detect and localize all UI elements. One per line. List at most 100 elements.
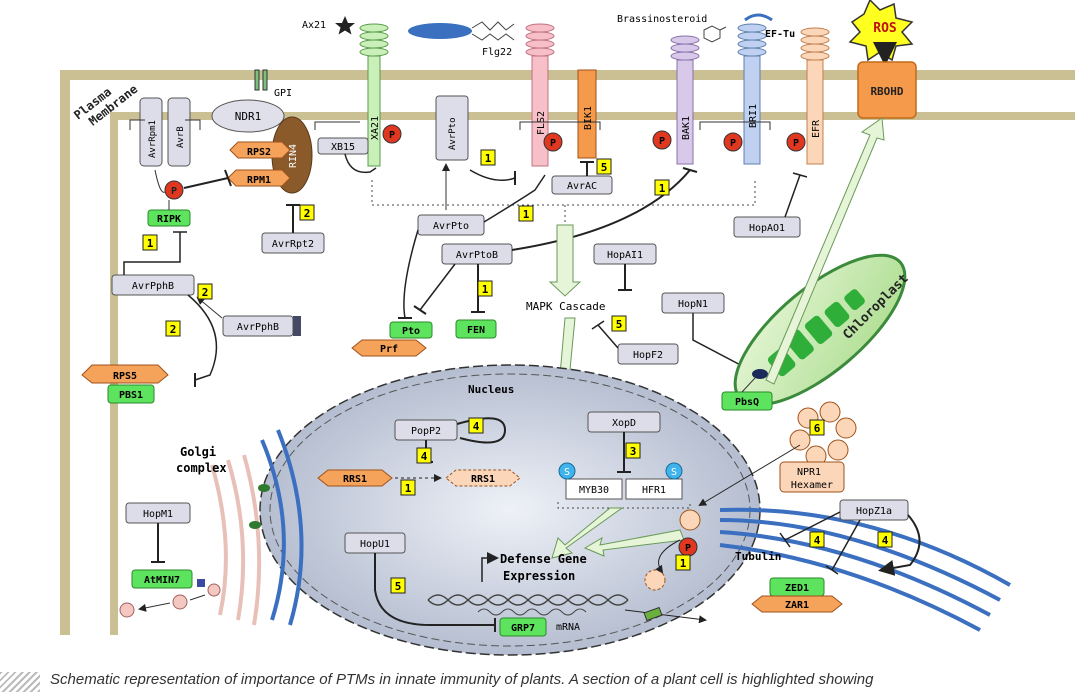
hopf2-node: HopF2 [617, 343, 679, 365]
sumo-icon [558, 462, 576, 480]
svg-text:P: P [659, 136, 665, 147]
bak1-receptor: BAK1 [670, 35, 700, 165]
hopn1-node: HopN1 [661, 292, 725, 314]
efr-receptor: EFR [800, 27, 830, 165]
rin4-label: RIN4 [288, 144, 299, 168]
svg-text:AvrPto: AvrPto [433, 221, 469, 232]
ptm-tag-number: 2 [170, 323, 177, 336]
xa21-receptor: XA21 [359, 23, 389, 167]
svg-text:AvrPphB: AvrPphB [132, 281, 174, 292]
ptm-tag [416, 447, 432, 464]
ptm-tag-number: 5 [616, 318, 623, 331]
golgi-label: Golgi complex [176, 445, 227, 475]
ptm-tag-number: 4 [473, 420, 480, 433]
myb30-node: MYB30 [565, 478, 623, 500]
rps2-node: RPS2 [229, 141, 291, 159]
avrrpt2-node: AvrRpt2 [261, 232, 325, 254]
dna-helix [427, 594, 629, 606]
ptm-tag [654, 179, 670, 196]
hopu1-node: HopU1 [344, 532, 406, 554]
ptm-tag [809, 419, 825, 436]
npr1-monomer [679, 509, 701, 531]
svg-text:HFR1: HFR1 [642, 485, 666, 496]
svg-text:MYB30: MYB30 [579, 485, 609, 496]
svg-text:AvrAC: AvrAC [567, 181, 597, 192]
ptm-tag [477, 280, 493, 297]
ptm-tag-number: 1 [485, 152, 492, 165]
ptm-tag [400, 479, 416, 496]
rps5-node: RPS5 [81, 364, 169, 384]
ptm-tag-number: 4 [421, 450, 428, 463]
svg-text:HopAO1: HopAO1 [749, 223, 785, 234]
svg-text:Nucleus: Nucleus [468, 383, 514, 396]
svg-text:BRI1: BRI1 [748, 104, 759, 128]
ptm-tag-number: 2 [202, 286, 209, 299]
svg-text:RPS2: RPS2 [247, 147, 271, 158]
ptm-tag [299, 204, 315, 221]
caption-hatch [0, 672, 40, 692]
svg-text:HopAI1: HopAI1 [607, 250, 643, 261]
hexagon-icon [703, 25, 727, 43]
grp7-node: GRP7 [499, 617, 547, 637]
ptm-tag [809, 531, 825, 548]
nucleus: Nucleus [259, 364, 761, 656]
zed1-node: ZED1 [769, 577, 825, 597]
rbohd-label: RBOHD [870, 85, 903, 98]
ptm-tag [675, 554, 691, 571]
avrac-node: AvrAC [551, 175, 613, 195]
figure-caption: Schematic representation of importance o… [50, 671, 874, 688]
ptm-tag [611, 315, 627, 332]
defense-gene-expression-label: Defense Gene Expression [500, 552, 594, 583]
ptm-tag [390, 577, 406, 594]
hopm1-node: HopM1 [125, 502, 191, 524]
svg-text:XA21: XA21 [370, 116, 381, 140]
ptm-tag [596, 158, 612, 175]
ptm-tag [625, 442, 641, 459]
ndr1-label: NDR1 [235, 110, 262, 123]
svg-text:HopN1: HopN1 [678, 299, 708, 310]
ptm-tag-number: 4 [814, 534, 821, 547]
svg-text:ZED1: ZED1 [785, 583, 809, 594]
svg-text:EFR: EFR [811, 119, 822, 138]
avrrpm1-node: AvrRpm1 [139, 97, 163, 167]
npr1-hexamer [789, 401, 857, 467]
svg-text:P: P [793, 138, 799, 149]
flagellin-icon [408, 23, 472, 39]
pbsq-node: PbsQ [721, 391, 773, 411]
avrptob-node: AvrPtoB [441, 243, 513, 265]
hfr1-node: HFR1 [625, 478, 683, 500]
ndr1-shape [211, 99, 285, 133]
npr1-label-box: NPR1 Hexamer [779, 461, 845, 493]
svg-text:AvrPtoB: AvrPtoB [456, 250, 498, 261]
svg-text:P: P [389, 130, 395, 141]
svg-text:PopP2: PopP2 [411, 426, 441, 437]
avrpto-receptor-node: AvrPto [435, 95, 469, 161]
svg-text:AvrPphB: AvrPphB [237, 322, 279, 333]
svg-text:HopF2: HopF2 [633, 350, 663, 361]
sumo-icon [665, 462, 683, 480]
hopao1-node: HopAO1 [733, 216, 801, 238]
ptm-tag-number: 1 [482, 283, 489, 296]
ax21-label: Ax21 [302, 20, 326, 31]
svg-text:HopM1: HopM1 [143, 509, 173, 520]
svg-text:BIK1: BIK1 [583, 106, 594, 130]
ptm-tag-number: 1 [680, 557, 687, 570]
ptm-tag-number: 4 [882, 534, 889, 547]
atmin7-node: AtMIN7 [131, 569, 193, 589]
rbohd-box [857, 61, 917, 119]
mrna-label: mRNA [556, 622, 580, 633]
svg-text:BAK1: BAK1 [681, 116, 692, 140]
svg-text:AtMIN7: AtMIN7 [144, 575, 180, 586]
svg-text:ZAR1: ZAR1 [785, 600, 809, 611]
svg-text:XopD: XopD [612, 418, 636, 429]
tubulin-label: Tubulin [735, 550, 781, 563]
ptm-tag [877, 531, 893, 548]
svg-text:HopZ1a: HopZ1a [856, 506, 892, 517]
ef-tu-label: EF-Tu [765, 29, 795, 40]
npr1-degraded [644, 569, 666, 591]
svg-text:HopU1: HopU1 [360, 539, 390, 550]
prf-node: Prf [351, 339, 427, 357]
ptm-tag-number: 1 [523, 208, 530, 221]
